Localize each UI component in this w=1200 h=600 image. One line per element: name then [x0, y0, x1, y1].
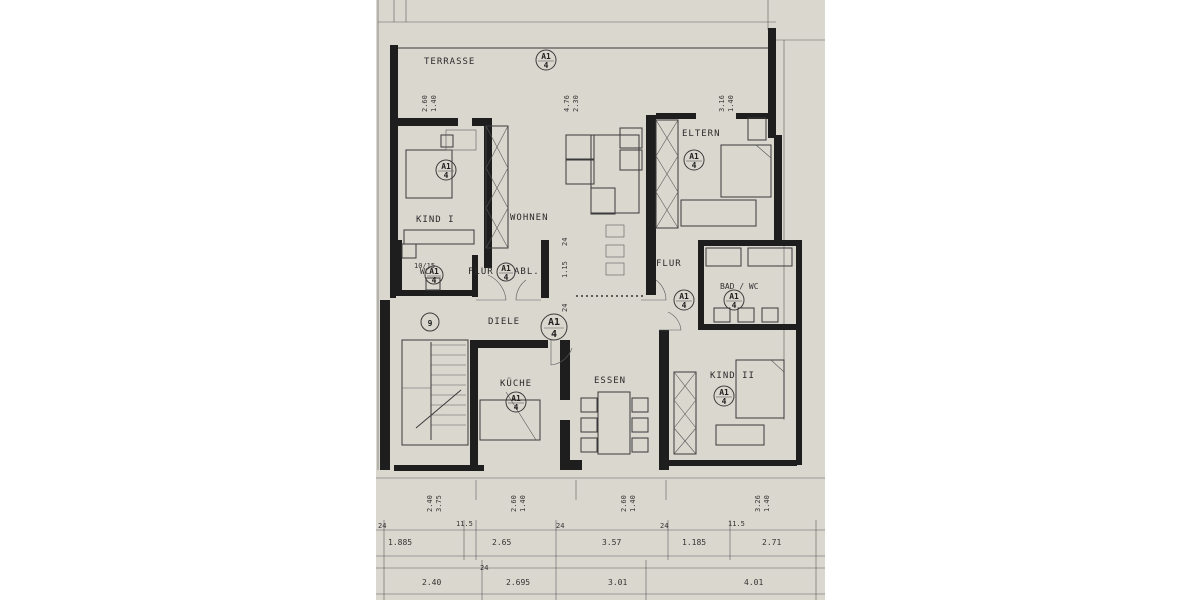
ref-tag-bottom: 4: [722, 397, 727, 406]
furniture-eltern: [680, 117, 772, 227]
dimension-chain-lines: [376, 477, 825, 600]
window-dim-kueche-height: 1.40: [519, 495, 527, 512]
ref-tag-diele: A1 4: [540, 313, 568, 341]
ref-tag-top: A1: [429, 267, 439, 276]
window-dim-wohnen-width: 4.76: [563, 95, 571, 112]
ref-tag-top: A1: [689, 152, 699, 161]
window-dim-kind2-width: 3.26: [754, 495, 762, 512]
ref-tag-bottom: 4: [551, 329, 557, 340]
window-dim-eltern-width: 3.16: [718, 95, 726, 112]
room-label-kind1: KIND I: [416, 215, 455, 225]
ref-tag-flur-left: A1 4: [496, 262, 516, 282]
dim-row1-mark-0: 24: [378, 522, 386, 530]
ref-tag-bottom: 4: [692, 161, 697, 170]
window-dim-kind1-width: 2.60: [421, 95, 429, 112]
room-label-eltern: ELTERN: [682, 129, 721, 139]
room-label-flur-right: FLUR: [656, 259, 682, 269]
room-label-wc: WC: [420, 267, 430, 276]
ref-tag-top: A1: [679, 292, 689, 301]
window-dim-kind2-height: 1.40: [763, 495, 771, 512]
ref-tag-top: A1: [719, 388, 729, 397]
dim-row2-1: 2.695: [506, 578, 530, 587]
room-label-flur-left: FLUR: [468, 267, 494, 277]
inner-dim-a: 24: [561, 238, 569, 246]
window-dim-kind1-height: 1.40: [430, 95, 438, 112]
staircase: [401, 339, 469, 446]
ref-tag-bad: A1 4: [723, 289, 745, 311]
furniture-wohnen: [565, 127, 643, 276]
furniture-kind2: [715, 359, 785, 446]
ref-tag-bottom: 4: [514, 403, 519, 412]
stair-number: 9: [428, 319, 433, 328]
furniture-bad: [705, 247, 793, 323]
ref-tag-top: A1: [511, 394, 521, 403]
dim-row1-mark-1: 11.5: [456, 520, 473, 528]
ref-tag-flur-right: A1 4: [673, 289, 695, 311]
ref-tag-terrasse: A1 4: [535, 49, 557, 71]
window-dim-essen-width: 2.60: [620, 495, 628, 512]
room-label-bad-wc: BAD / WC: [720, 282, 759, 291]
ref-tag-top: A1: [541, 52, 551, 61]
ref-tag-kueche: A1 4: [505, 391, 527, 413]
ref-tag-top: A1: [548, 317, 560, 328]
dim-row2-mark-0: 24: [480, 564, 488, 572]
ref-tag-eltern: A1 4: [683, 149, 705, 171]
stair-number-circle: [420, 312, 440, 332]
dim-row2-2: 3.01: [608, 578, 627, 587]
room-label-kueche: KÜCHE: [500, 378, 532, 389]
window-dim-wohnen-height: 2.30: [572, 95, 580, 112]
furniture-kueche: [479, 391, 541, 441]
dim-row1-3: 1.185: [682, 538, 706, 547]
ref-tag-bottom: 4: [544, 61, 549, 70]
dim-row1-2: 3.57: [602, 538, 621, 547]
floor-plan-sheet: 9 TERRASSE KIND I WOHNEN ELTERN FLUR ABL…: [376, 0, 825, 600]
ref-tag-bottom: 4: [732, 301, 737, 310]
window-dim-bottom-left-width: 2.40: [426, 495, 434, 512]
dim-row1-mark-4: 11.5: [728, 520, 745, 528]
ref-tag-bottom: 4: [444, 171, 449, 180]
ref-tag-kind2: A1 4: [713, 385, 735, 407]
room-label-kind2: KIND II: [710, 371, 755, 381]
ref-tag-top: A1: [441, 162, 451, 171]
ref-tag-top: A1: [729, 292, 739, 301]
closet-left: [485, 125, 509, 249]
furniture-essen: [580, 391, 649, 455]
ref-tag-top: A1: [501, 264, 511, 273]
room-label-abl: ABL.: [514, 267, 540, 277]
dim-row1-mark-3: 24: [660, 522, 668, 530]
ref-tag-bottom: 4: [504, 273, 509, 282]
room-label-essen: ESSEN: [594, 376, 626, 386]
room-label-terrasse: TERRASSE: [424, 57, 475, 67]
floor-plan-drawing: 9 TERRASSE KIND I WOHNEN ELTERN FLUR ABL…: [376, 0, 825, 600]
room-label-diele: DIELE: [488, 317, 520, 327]
dim-row2-0: 2.40: [422, 578, 441, 587]
exterior-walls: [380, 28, 802, 470]
window-dim-essen-height: 1.40: [629, 495, 637, 512]
room-label-wohnen: WOHNEN: [510, 213, 549, 223]
inner-dim-c: 24: [561, 304, 569, 312]
furniture-wc: [401, 243, 441, 291]
furniture-kind1: [403, 129, 477, 245]
dim-row1-0: 1.885: [388, 538, 412, 547]
inner-dim-b: 1.15: [561, 261, 569, 278]
closet-right: [655, 119, 679, 229]
interior-walls: [394, 113, 797, 471]
window-dim-kueche-width: 2.60: [510, 495, 518, 512]
window-dim-eltern-height: 1.40: [727, 95, 735, 112]
window-dim-wc: 10/15: [414, 262, 435, 270]
ref-tag-wc: A1 4: [424, 265, 444, 285]
dim-row1-mark-2: 24: [556, 522, 564, 530]
closet-kind2: [673, 371, 697, 455]
ref-tag-kind1: A1 4: [435, 159, 457, 181]
window-dim-bottom-left-height: 3.75: [435, 495, 443, 512]
dim-row1-4: 2.71: [762, 538, 781, 547]
ref-tag-bottom: 4: [682, 301, 687, 310]
door-swings: [476, 274, 682, 366]
dim-row1-1: 2.65: [492, 538, 511, 547]
top-border: [378, 0, 825, 41]
ref-tag-bottom: 4: [432, 276, 437, 285]
dim-row2-3: 4.01: [744, 578, 763, 587]
